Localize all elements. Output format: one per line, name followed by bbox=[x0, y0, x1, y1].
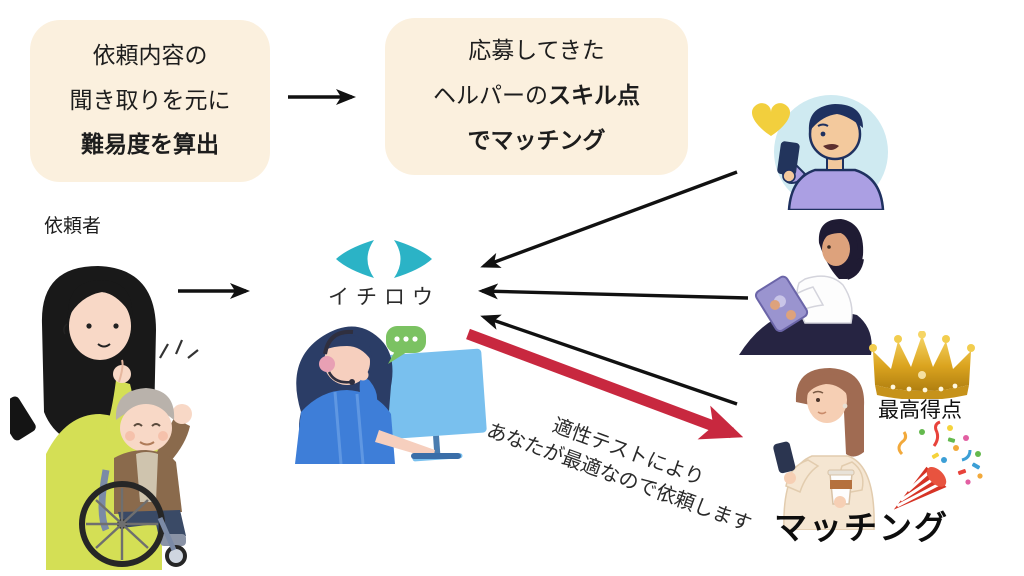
requester-illustration bbox=[10, 266, 199, 570]
matching-result-label: マッチング bbox=[774, 508, 949, 547]
smartphone bbox=[10, 396, 36, 441]
operator-illustration bbox=[295, 326, 487, 464]
arrow-red-request-to-helper3 bbox=[466, 328, 744, 440]
helper1-illustration bbox=[751, 95, 888, 210]
elderly-man-in-wheelchair bbox=[79, 388, 192, 567]
skill-matching-box: 応募してきた ヘルパーのスキル点 でマッチング bbox=[385, 18, 688, 175]
top-score-label: 最高得点 bbox=[878, 398, 962, 422]
skill-box-line3: でマッチング bbox=[467, 127, 606, 154]
ichirou-logo-icon bbox=[336, 240, 432, 278]
helper3-phone bbox=[773, 441, 796, 474]
arrow-helper3-to-ichirou bbox=[480, 314, 738, 406]
green-chat-dots-icon bbox=[386, 326, 426, 364]
ichirou-logo-text: イチロウ bbox=[328, 285, 440, 309]
skill-box-line2: ヘルパーのスキル点 bbox=[433, 83, 640, 110]
helper1-phone bbox=[777, 141, 800, 176]
arrow-helper2-to-ichirou bbox=[478, 283, 749, 300]
difficulty-box-line1: 依頼内容の bbox=[92, 42, 208, 69]
difficulty-calculation-box: 依頼内容の 聞き取りを元に 難易度を算出 bbox=[30, 20, 270, 182]
difficulty-box-line3: 難易度を算出 bbox=[81, 132, 219, 159]
yellow-heart-icon bbox=[751, 103, 791, 136]
helper3-illustration bbox=[773, 368, 875, 530]
skill-box-line1: 応募してきた bbox=[468, 38, 605, 65]
helper2-illustration bbox=[739, 219, 872, 355]
arrow-helper1-to-ichirou bbox=[480, 170, 738, 268]
requester-label: 依頼者 bbox=[44, 215, 102, 237]
difficulty-box-line2: 聞き取りを元に bbox=[69, 87, 231, 114]
coffee-cup bbox=[827, 469, 855, 505]
gold-crown-icon bbox=[869, 331, 975, 399]
party-popper-icon bbox=[893, 420, 983, 510]
